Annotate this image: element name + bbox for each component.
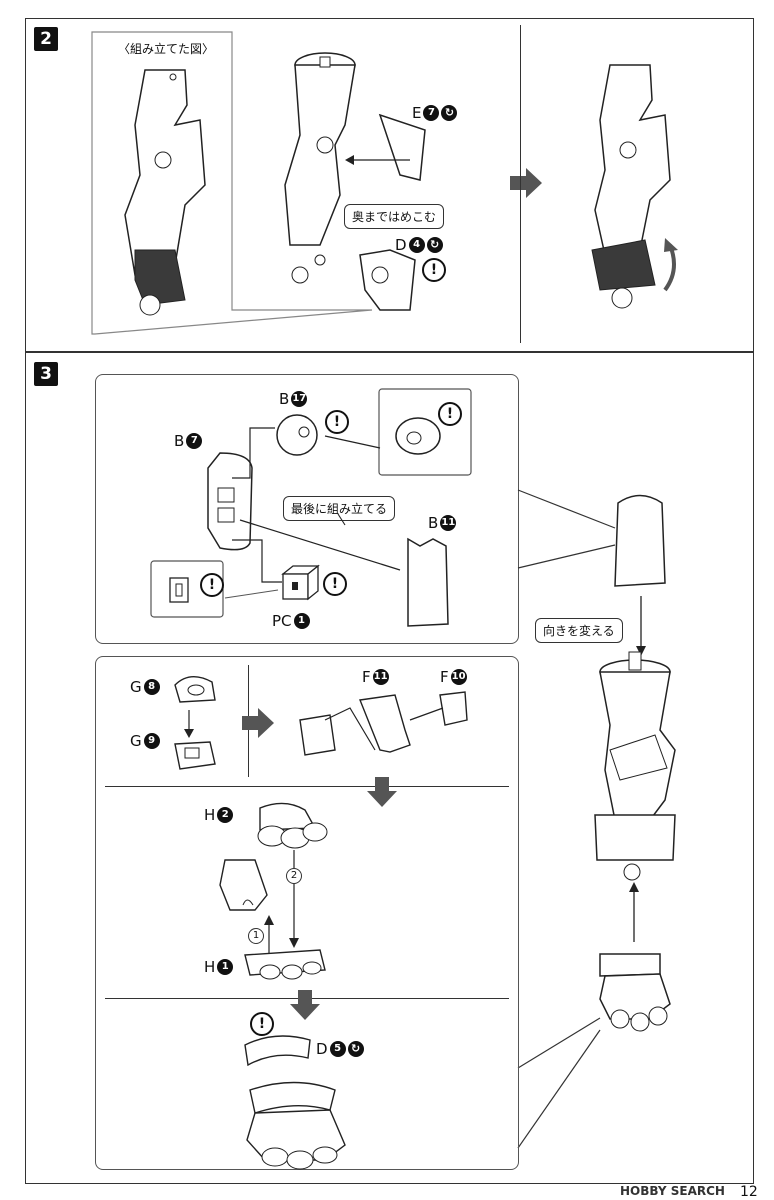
panel-bottom-hline-1 — [105, 786, 509, 787]
part-b11-drawing — [407, 537, 449, 627]
swap-icon: ↻ — [426, 237, 443, 253]
warning-icon: ! — [438, 402, 462, 426]
part-e7-drawing — [378, 113, 426, 181]
down-arrow-2 — [290, 990, 320, 1020]
arrow-h1-up — [264, 915, 274, 953]
assembled-leg-illustration — [124, 69, 206, 316]
result-leg-illustration — [591, 64, 678, 309]
part-g8-label: G 8 — [130, 678, 160, 696]
callout-change-direction: 向きを変える — [535, 618, 623, 643]
arrow-b11-down — [636, 596, 646, 656]
part-h1-drawing — [244, 949, 326, 980]
part-pc1-cube — [281, 564, 320, 601]
lower-leg-illustration — [594, 651, 676, 881]
exploded-leg-illustration — [284, 52, 356, 284]
arrow-g8-g9 — [184, 710, 194, 738]
assembled-view-label: 〈組み立てた図〉 — [118, 42, 215, 56]
step2-divider — [520, 25, 521, 343]
warning-icon: ! — [325, 410, 349, 434]
foot-illustration — [599, 953, 671, 1032]
part-d4-label: D 4 ↻ — [395, 236, 443, 254]
page-number: 12 — [740, 1184, 758, 1200]
part-g9-drawing — [174, 741, 216, 770]
order-2-badge: 2 — [286, 868, 302, 884]
part-e7-label: E 7 ↻ — [412, 104, 458, 122]
part-pc1-label: PC 1 — [272, 612, 310, 630]
part-h2-label: H 2 — [204, 806, 234, 824]
arrow-h2-down — [289, 850, 299, 948]
final-foot-drawing — [246, 1081, 346, 1170]
part-b11-label: B 11 — [428, 514, 457, 532]
part-h-mid-drawing — [219, 859, 268, 911]
warning-icon: ! — [250, 1012, 274, 1036]
step3-panel-bottom — [95, 656, 519, 1170]
part-b7-drawing — [207, 452, 253, 551]
gf-assembly-drawing — [299, 691, 468, 756]
part-g8-drawing — [174, 676, 216, 703]
swap-icon: ↻ — [347, 1041, 364, 1057]
order-1-badge: 1 — [248, 928, 264, 944]
watermark: HOBBY SEARCH — [620, 1184, 725, 1198]
part-f11-label: F 11 — [362, 668, 389, 686]
part-b11-large — [614, 494, 666, 587]
callout-press-fit: 奥まではめこむ — [344, 204, 445, 229]
part-b17-ball — [276, 414, 318, 456]
step3-frame — [25, 352, 754, 1184]
assembled-view-outline — [91, 31, 373, 335]
part-h1-label: H 1 — [204, 958, 234, 976]
g-to-f-arrow — [242, 708, 274, 738]
down-arrow-1 — [367, 777, 397, 807]
part-d5-drawing — [244, 1035, 311, 1067]
arrow-e7-to-leg — [345, 155, 410, 165]
step2-next-arrow — [510, 168, 542, 198]
step3-panel-top — [95, 374, 519, 644]
part-f10-label: F 10 — [440, 668, 467, 686]
part-h2-drawing — [257, 802, 328, 849]
part-g9-label: G 9 — [130, 732, 160, 750]
swap-icon: ↻ — [441, 105, 458, 121]
warning-icon: ! — [323, 572, 347, 596]
warning-icon: ! — [422, 258, 446, 282]
step2-number: 2 — [34, 27, 58, 51]
arrow-foot-up — [629, 882, 639, 942]
callout-assemble-last: 最後に組み立てる — [283, 496, 396, 521]
step2-frame — [25, 18, 754, 352]
part-b17-label: B 17 — [279, 390, 308, 408]
step3-number: 3 — [34, 362, 58, 386]
part-b7-label: B 7 — [174, 432, 203, 450]
part-d5-label: D 5 ↻ — [316, 1040, 364, 1058]
warning-icon: ! — [200, 573, 224, 597]
part-d4-drawing — [359, 249, 416, 311]
